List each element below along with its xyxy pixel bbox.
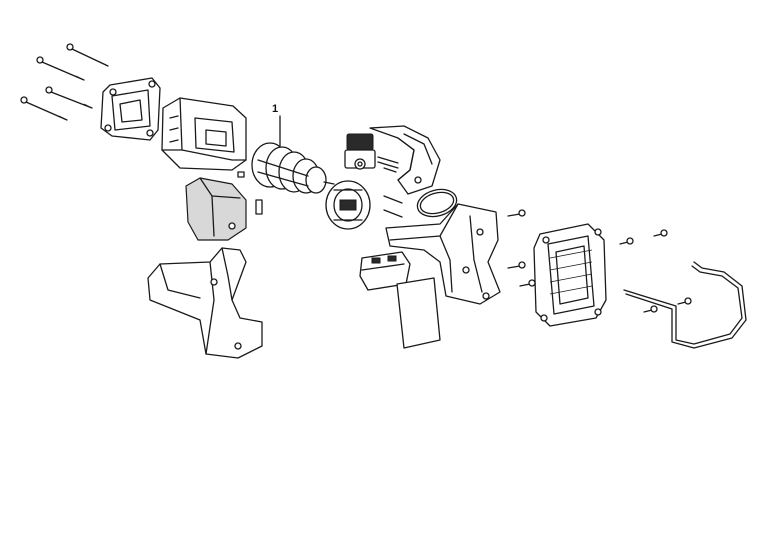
upper-housing-half [369,125,441,195]
o-ring [416,188,458,218]
long-screw-4 [20,96,68,121]
left-handle-shell [185,177,247,241]
trigger-switch [344,133,399,170]
long-screw-2 [36,56,85,81]
fan-baffle [325,180,371,230]
right-housing-half [385,203,501,305]
led-pcb [533,223,607,327]
motor-housing [161,97,247,171]
screw-set [507,209,692,313]
belt-hook-clip [623,261,747,349]
long-screw-3 [45,86,93,109]
label-plate [396,277,441,349]
motor-armature [251,115,335,194]
rear-cap [100,77,161,141]
lower-handle-shell [147,247,263,359]
small-pins [237,167,403,218]
long-screw-1 [66,43,109,67]
callout-label-1: 1 [272,103,279,115]
